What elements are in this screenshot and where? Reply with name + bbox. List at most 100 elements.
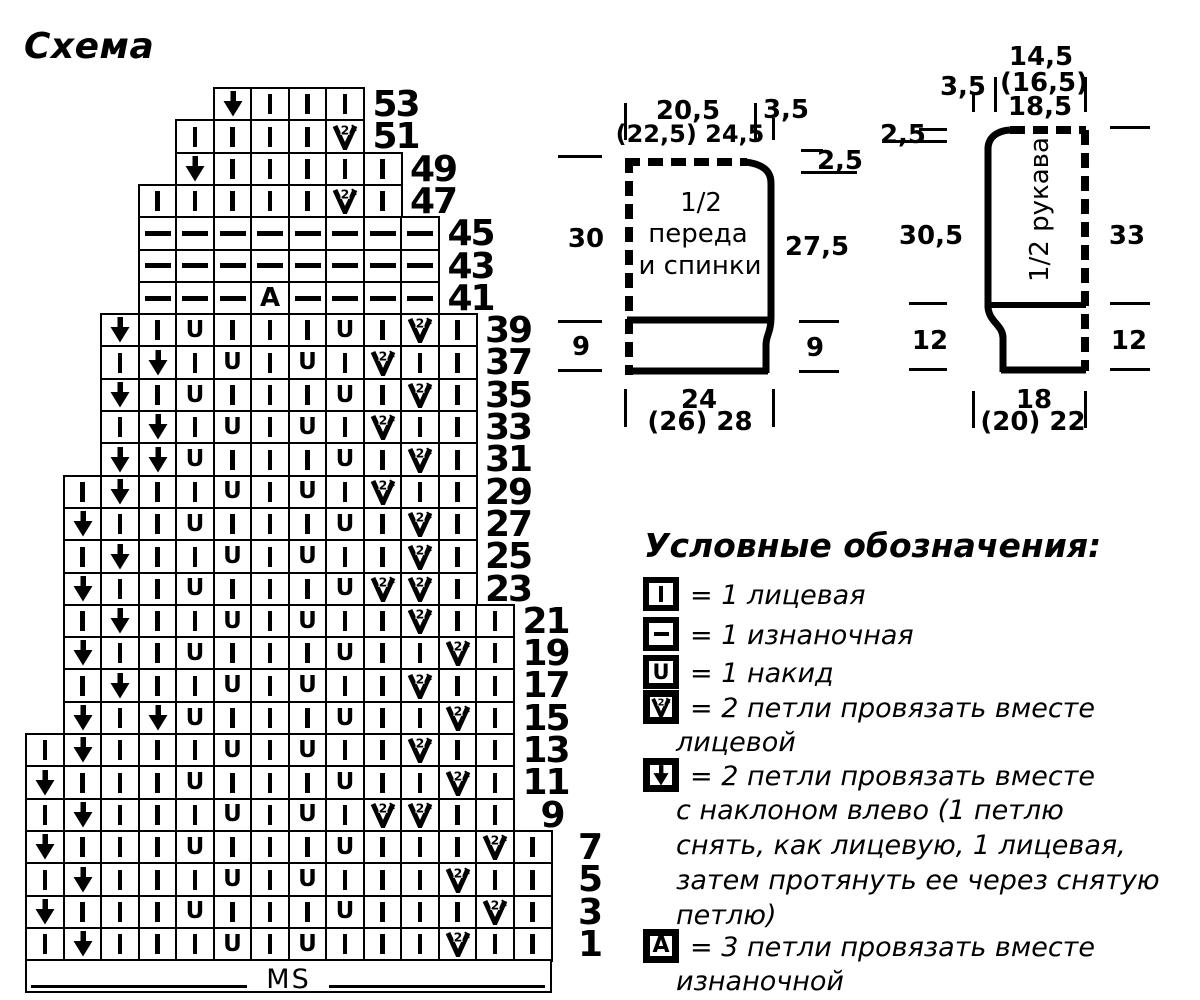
knit-icon xyxy=(230,708,235,729)
knit-icon xyxy=(342,481,348,502)
knit-icon xyxy=(342,158,348,179)
tick xyxy=(754,103,757,140)
chart-cell xyxy=(512,926,553,962)
knit-icon xyxy=(305,772,310,793)
knit-icon xyxy=(659,586,663,602)
purl-icon xyxy=(182,263,208,269)
knit-icon xyxy=(492,869,498,890)
chart-cell xyxy=(137,636,178,671)
body-label-2: переда xyxy=(648,219,748,249)
chart-cell xyxy=(362,183,403,219)
purl-icon xyxy=(257,263,283,269)
knit-icon xyxy=(117,352,123,373)
chart-cell: U xyxy=(287,926,328,962)
sleeve-top-width-sub1-label: (16,5) xyxy=(1000,68,1088,98)
chart-cell xyxy=(325,216,365,251)
chart-cell xyxy=(362,506,403,542)
chart-cell: 2 xyxy=(400,377,440,413)
chart-cell xyxy=(437,733,478,768)
chart-cell xyxy=(437,442,478,478)
chart-cell xyxy=(137,926,178,962)
body-left-lower-label: 9 xyxy=(571,332,591,362)
knit-icon xyxy=(530,837,535,858)
tick xyxy=(801,149,823,152)
knit-icon xyxy=(305,449,310,470)
chart-cell: 2 xyxy=(362,345,403,381)
chart-cell xyxy=(100,894,140,930)
knit-icon xyxy=(455,675,460,696)
knit-icon xyxy=(42,869,48,890)
knit-icon xyxy=(155,320,160,341)
skp-arrow-icon xyxy=(148,705,167,731)
yarn-over-icon: U xyxy=(185,639,205,666)
ms-line-left xyxy=(31,985,247,988)
chart-cell xyxy=(175,183,215,219)
yarn-over-icon: U xyxy=(298,866,317,893)
svg-text:2: 2 xyxy=(416,576,425,590)
row-number: 3 xyxy=(578,891,603,933)
k2tog-icon: 2 xyxy=(445,931,470,958)
knit-icon xyxy=(230,643,235,664)
skp-arrow-icon xyxy=(110,608,130,634)
chart-cell xyxy=(100,636,140,671)
chart-cell: 2 xyxy=(437,636,478,671)
k2tog-icon: 2 xyxy=(445,705,470,732)
row-number: 53 xyxy=(372,84,421,125)
chart-cell xyxy=(212,894,253,930)
chart-cell: U xyxy=(325,700,365,736)
chart-cell xyxy=(362,313,403,348)
knit-icon xyxy=(305,578,310,599)
chart-cell xyxy=(250,345,290,381)
knit-icon xyxy=(267,481,273,502)
chart-cell: U xyxy=(287,474,328,510)
knit-icon xyxy=(455,546,460,567)
knit-icon xyxy=(342,417,348,438)
chart-cell xyxy=(400,280,440,316)
skp-arrow-icon xyxy=(148,414,167,440)
row-number: 39 xyxy=(485,310,533,352)
chart-cell xyxy=(362,248,403,284)
knit-icon xyxy=(80,481,85,502)
yarn-over-icon: U xyxy=(298,543,317,570)
purl-icon xyxy=(294,263,321,269)
body-schematic-outline xyxy=(625,158,775,375)
knit-icon xyxy=(80,611,85,632)
purl-icon xyxy=(407,295,433,301)
knit-icon xyxy=(230,158,235,179)
purl-icon xyxy=(332,295,358,301)
chart-cell xyxy=(137,183,178,219)
knit-icon xyxy=(267,578,273,599)
row-number: 9 xyxy=(540,794,566,836)
knit-icon xyxy=(455,320,460,341)
sleeve-top-left-label: 3,5 xyxy=(939,72,987,102)
sleeve-top-width-label: 14,5 xyxy=(1008,42,1074,72)
chart-cell xyxy=(100,506,140,542)
chart-cell xyxy=(137,668,178,704)
chart-cell xyxy=(250,603,290,639)
knit-icon xyxy=(192,675,198,696)
yarn-over-icon: U xyxy=(298,607,317,634)
knit-icon xyxy=(267,126,273,147)
chart-cell: U xyxy=(325,636,365,671)
skp-arrow-icon xyxy=(73,737,92,763)
purl-icon xyxy=(369,295,396,301)
yarn-over-icon: U xyxy=(185,510,205,537)
chart-cell xyxy=(437,313,478,348)
chart-cell: 2 xyxy=(475,894,515,930)
knit-icon xyxy=(380,708,385,729)
chart-cell xyxy=(100,733,140,768)
chart-cell xyxy=(437,506,478,542)
chart-cell xyxy=(100,862,140,897)
knit-icon xyxy=(80,675,85,696)
tick xyxy=(972,93,975,112)
yarn-over-icon: U xyxy=(335,316,355,343)
chart-cell xyxy=(100,345,140,381)
chart-cell: 2 xyxy=(325,119,365,155)
chart-cell xyxy=(212,313,253,348)
knit-icon xyxy=(117,934,123,955)
knit-icon xyxy=(492,611,498,632)
row-number: 21 xyxy=(522,600,571,642)
chart-cell: U xyxy=(287,668,328,704)
chart-cell: U xyxy=(325,765,365,801)
purl-icon xyxy=(257,231,283,237)
